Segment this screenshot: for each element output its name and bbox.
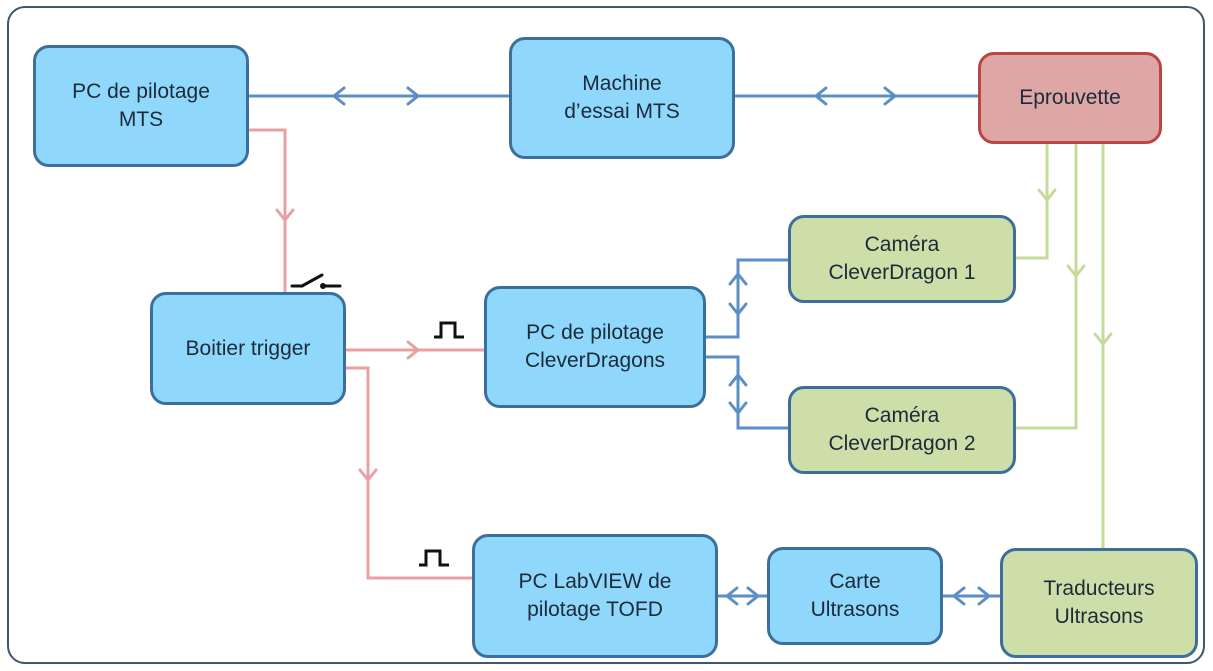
arrowhead xyxy=(746,586,761,606)
node-pc-mts: PC de pilotage MTS xyxy=(33,45,249,167)
node-label: CleverDragons xyxy=(524,349,666,372)
node-camera-2: Caméra CleverDragon 2 xyxy=(788,386,1016,474)
arrowhead xyxy=(728,302,748,317)
node-label: PC LabVIEW de xyxy=(518,570,672,593)
arrowhead xyxy=(1037,188,1057,203)
arrowhead xyxy=(275,208,295,223)
node-label: Caméra xyxy=(864,233,940,256)
node-label: Caméra xyxy=(864,404,940,427)
control-links xyxy=(247,86,1002,606)
link-pc-cd-camera2 xyxy=(704,355,790,430)
link-eprouvette-camera2 xyxy=(1014,141,1078,430)
node-camera-1: Caméra CleverDragon 1 xyxy=(788,215,1016,303)
node-label: Ultrasons xyxy=(810,598,900,621)
node-label: d’essai MTS xyxy=(564,100,680,123)
node-eprouvette: Eprouvette xyxy=(978,52,1162,144)
node-label: Carte xyxy=(829,570,881,593)
arrowhead xyxy=(358,468,378,483)
link-eprouvette-camera1 xyxy=(1014,141,1049,260)
switch-icon xyxy=(290,273,342,289)
node-label: Boitier trigger xyxy=(185,336,311,360)
arrowhead xyxy=(951,586,966,606)
node-pc-cleverdragons: PC de pilotage CleverDragons xyxy=(484,286,706,408)
pulse-icon xyxy=(434,321,464,339)
node-carte-ultrasons: Carte Ultrasons xyxy=(767,547,943,645)
node-boitier-trigger: Boitier trigger xyxy=(150,292,346,405)
arrowhead xyxy=(724,586,739,606)
node-label: PC de pilotage xyxy=(72,80,210,103)
node-label: CleverDragon 2 xyxy=(828,432,976,455)
specimen-links xyxy=(1014,141,1113,550)
node-label: CleverDragon 1 xyxy=(828,261,976,284)
arrowhead xyxy=(977,586,992,606)
arrowhead xyxy=(728,372,748,387)
arrowhead xyxy=(1066,264,1086,279)
arrowhead xyxy=(406,86,421,106)
node-machine-mts: Machine d’essai MTS xyxy=(509,37,735,159)
node-label: Eprouvette xyxy=(1019,86,1121,109)
link-pc-cd-camera1 xyxy=(704,258,790,339)
arrowhead xyxy=(728,271,748,286)
node-label: MTS xyxy=(118,108,164,131)
arrowhead xyxy=(406,340,421,360)
diagram-frame xyxy=(7,6,1205,664)
node-label: Ultrasons xyxy=(1054,605,1144,628)
arrowhead xyxy=(813,86,828,106)
arrowhead xyxy=(883,86,898,106)
arrowhead xyxy=(728,401,748,416)
trigger-links xyxy=(248,128,486,580)
arrowhead xyxy=(1093,332,1113,347)
node-label: pilotage TOFD xyxy=(527,598,663,621)
link-pc-mts-boitier xyxy=(248,128,287,294)
node-label: Machine xyxy=(582,72,662,95)
link-boitier-labview xyxy=(343,366,474,580)
node-label: Traducteurs xyxy=(1043,577,1155,600)
pulse-icon xyxy=(419,549,449,567)
node-label: PC de pilotage xyxy=(526,321,664,344)
arrowhead xyxy=(331,86,346,106)
node-pc-labview: PC LabVIEW de pilotage TOFD xyxy=(472,534,718,658)
node-traducteurs-ultrasons: Traducteurs Ultrasons xyxy=(1000,548,1198,658)
